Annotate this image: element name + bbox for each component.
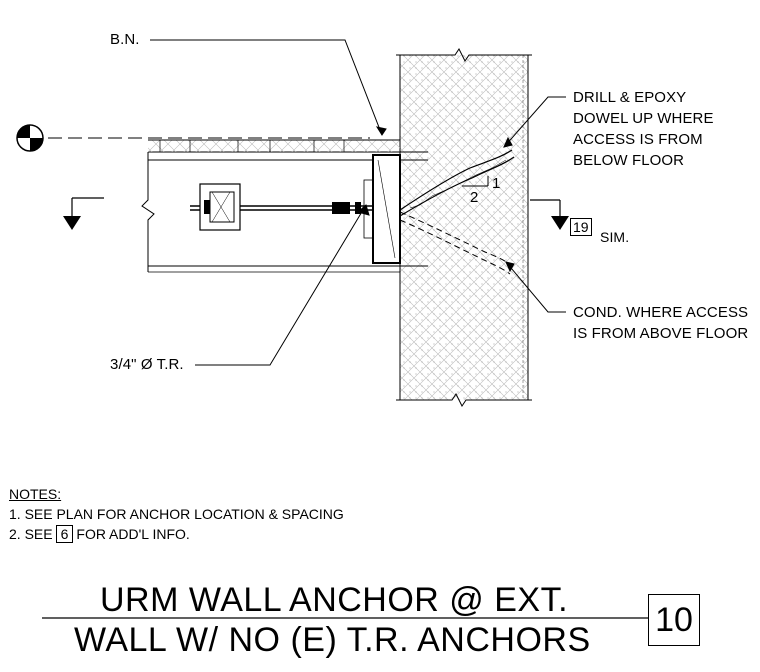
label-drill-line4: BELOW FLOOR bbox=[573, 152, 685, 169]
epoxy-dowel-up bbox=[399, 149, 515, 217]
epoxy-dowel-down bbox=[399, 211, 513, 275]
elevation-arrow-left-icon bbox=[63, 197, 104, 230]
label-drill-line1: DRILL & EPOXY bbox=[573, 89, 687, 106]
note-ref-box: 6 bbox=[55, 525, 74, 543]
title-line-2: WALL W/ NO (E) T.R. ANCHORS bbox=[74, 621, 591, 659]
label-drill-line2: DOWEL UP WHERE bbox=[573, 110, 714, 127]
label-sim: SIM. bbox=[600, 229, 630, 245]
label-tie-rod: 3/4" Ø T.R. bbox=[110, 356, 184, 373]
note-item-2-suffix: FOR ADD'L INFO. bbox=[76, 526, 190, 542]
blocking-clip bbox=[199, 183, 241, 231]
slope-indicator bbox=[462, 176, 489, 187]
level-marker-icon bbox=[16, 124, 44, 152]
anchor-plate bbox=[363, 154, 401, 264]
leader-lines bbox=[150, 39, 566, 366]
title-line-1: URM WALL ANCHOR @ EXT. bbox=[100, 581, 569, 619]
label-cond-line1: COND. WHERE ACCESS bbox=[573, 304, 749, 321]
urm-wall bbox=[396, 48, 532, 407]
section-ref-box: 19 bbox=[570, 218, 592, 236]
notes-block: NOTES: 1. SEE PLAN FOR ANCHOR LOCATION &… bbox=[9, 484, 344, 544]
note-item-1: 1. SEE PLAN FOR ANCHOR LOCATION & SPACIN… bbox=[9, 506, 344, 522]
note-item-2-prefix: 2. SEE bbox=[9, 526, 53, 542]
slope-run: 2 bbox=[470, 189, 479, 206]
notes-header: NOTES: bbox=[9, 486, 62, 502]
label-cond-line2: IS FROM ABOVE FLOOR bbox=[573, 325, 749, 342]
section-arrow-right-icon bbox=[530, 199, 569, 230]
slope-rise: 1 bbox=[492, 175, 501, 192]
detail-number-box: 10 bbox=[648, 594, 700, 646]
label-drill-line3: ACCESS IS FROM bbox=[573, 131, 703, 148]
label-bn: B.N. bbox=[110, 31, 140, 48]
